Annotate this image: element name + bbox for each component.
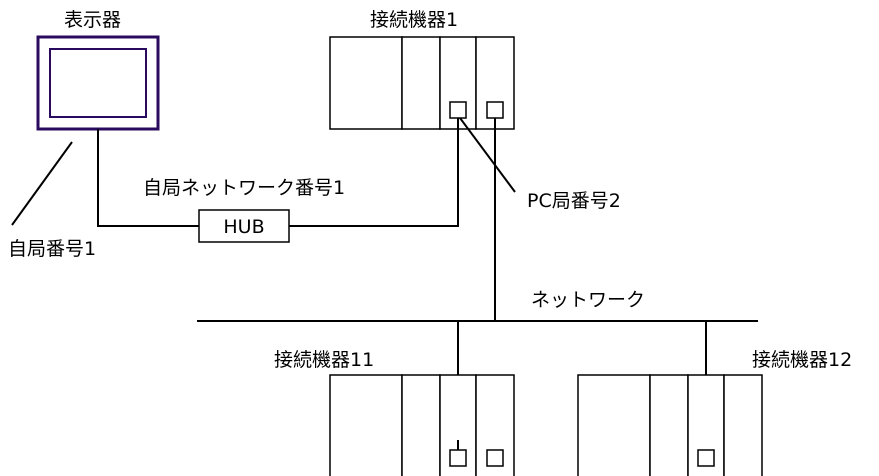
- pc-station-label: PC局番号2: [527, 190, 621, 212]
- device1-label: 接続機器1: [370, 9, 458, 31]
- own-station-label: 自局番号1: [8, 238, 96, 260]
- device12-module-4: [723, 374, 763, 476]
- display-label: 表示器: [64, 9, 121, 31]
- device1-module-2: [401, 36, 441, 130]
- device12-port: [697, 449, 715, 467]
- hub-to-device1-line: [289, 118, 459, 227]
- device1-ethernet-port: [449, 101, 467, 119]
- network-label: ネットワーク: [531, 289, 645, 311]
- device1-network-port: [486, 101, 504, 119]
- device11-module-2: [401, 374, 441, 476]
- device1-module-1: [329, 36, 403, 130]
- device1-rack: [329, 36, 515, 130]
- hub-label: HUB: [223, 216, 264, 238]
- device11-port-1: [449, 449, 467, 467]
- pc-station-pointer: [459, 117, 516, 193]
- device11-rack: [329, 374, 515, 476]
- display-to-hub-line: [97, 129, 199, 227]
- own-network-label: 自局ネットワーク番号1: [143, 177, 345, 199]
- display-unit: [36, 35, 160, 131]
- device11-module-1: [329, 374, 403, 476]
- own-station-pointer: [11, 141, 73, 226]
- device12-module-2: [649, 374, 689, 476]
- hub-box: [198, 209, 290, 243]
- device12-label: 接続機器12: [752, 349, 852, 371]
- device11-label: 接続機器11: [274, 349, 374, 371]
- display-screen: [49, 48, 147, 118]
- device12-module-1: [577, 374, 651, 476]
- device11-port-2: [486, 449, 504, 467]
- device12-rack: [577, 374, 763, 476]
